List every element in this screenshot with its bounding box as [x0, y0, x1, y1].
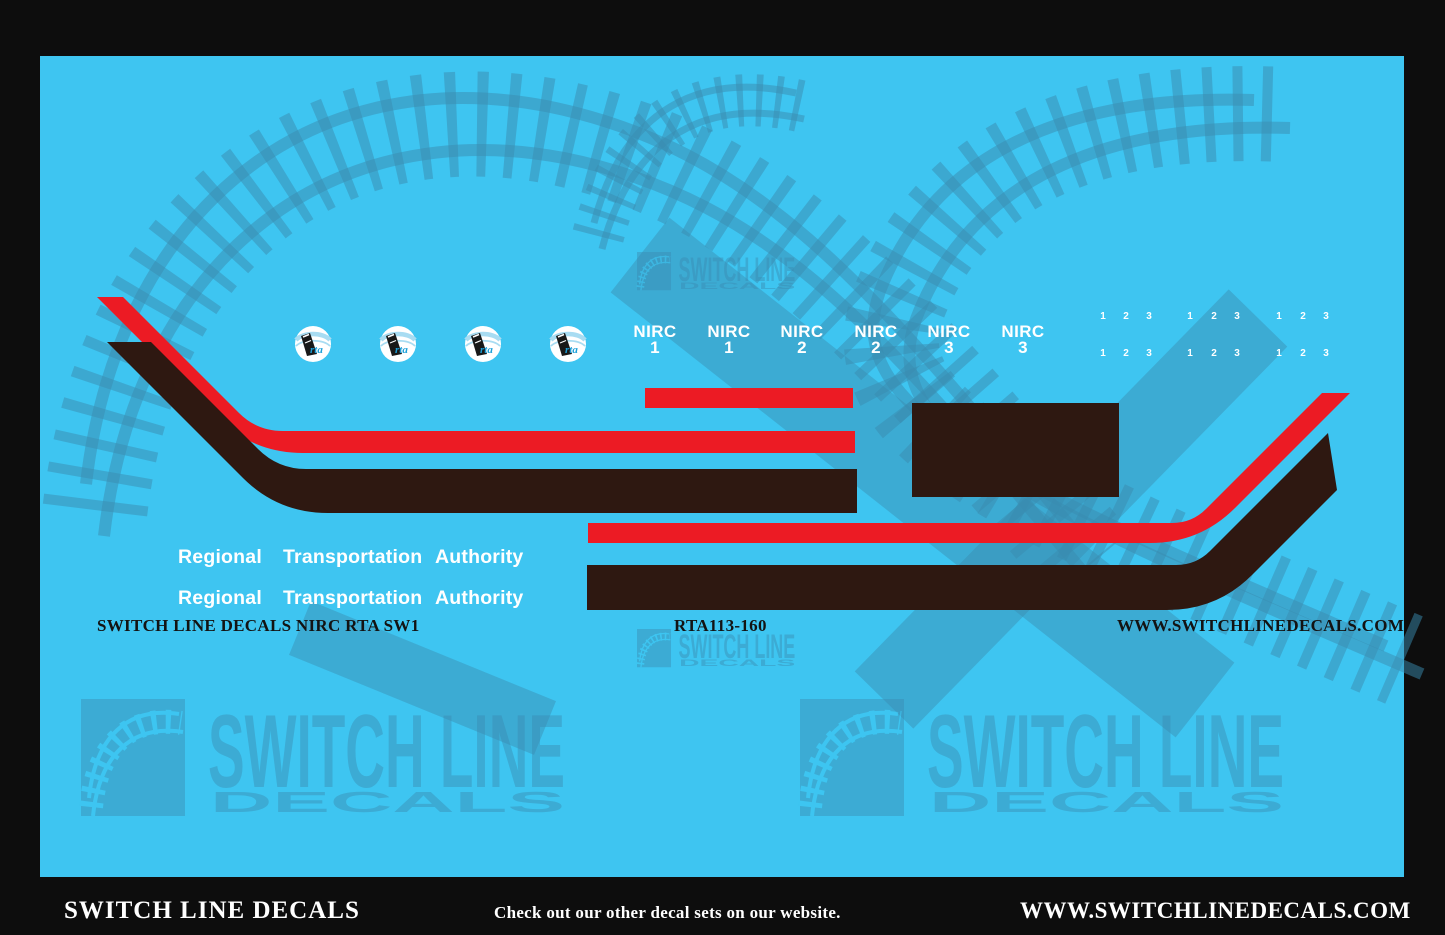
nirc-number: 2	[871, 338, 881, 357]
watermark-logo-bottom-right	[800, 694, 1284, 819]
nirc-number: 3	[944, 338, 954, 357]
nirc-number: 1	[724, 338, 734, 357]
digit-decal: 2	[1123, 348, 1129, 359]
sheet-website: WWW.SWITCHLINEDECALS.COM	[1117, 616, 1405, 635]
nirc-number-decal: NIRC 3	[983, 322, 1063, 357]
sheet-title: SWITCH LINE DECALS NIRC RTA SW1	[97, 616, 420, 635]
left-red-stripe-decal	[97, 297, 855, 453]
digit-decal: 2	[1123, 311, 1129, 322]
digit-decal: 1	[1276, 311, 1282, 322]
watermark-logo-top-center	[637, 251, 795, 292]
left-brown-stripe-decal	[107, 342, 857, 513]
nirc-number-decal: NIRC 1	[615, 322, 695, 357]
watermark-track-right	[843, 66, 1425, 704]
nirc-name: NIRC	[633, 322, 677, 341]
digit-decal: 2	[1211, 348, 1217, 359]
nirc-number-decal: NIRC 3	[909, 322, 989, 357]
digit-decal: 3	[1234, 311, 1240, 322]
watermark-logo-bottom-left	[81, 694, 565, 819]
footer-message: Check out our other decal sets on our we…	[494, 903, 841, 922]
nirc-name: NIRC	[1001, 322, 1045, 341]
nirc-number-decal: NIRC 2	[836, 322, 916, 357]
nirc-name: NIRC	[927, 322, 971, 341]
nirc-number: 1	[650, 338, 660, 357]
authority-word-decal: Transportation	[283, 587, 423, 609]
nirc-number-decal: NIRC 1	[689, 322, 769, 357]
digit-decal: 2	[1300, 311, 1306, 322]
right-brown-stripe-decal	[587, 433, 1337, 610]
authority-word-decal: Regional	[178, 587, 262, 609]
digit-decal: 1	[1100, 348, 1106, 359]
rta-logo	[380, 326, 416, 362]
nirc-number-decal: NIRC 2	[762, 322, 842, 357]
digit-decal: 3	[1146, 348, 1152, 359]
digit-decal: 3	[1146, 311, 1152, 322]
right-red-stripe-decal	[588, 393, 1350, 543]
footer-website: WWW.SWITCHLINEDECALS.COM	[1020, 898, 1411, 923]
authority-word-decal: Authority	[435, 546, 524, 568]
digit-decal: 2	[1211, 311, 1217, 322]
authority-word-decal: Regional	[178, 546, 262, 568]
digit-decal: 3	[1234, 348, 1240, 359]
watermark-diagonal-band	[854, 289, 1288, 729]
brown-panel-decal	[912, 403, 1119, 497]
short-red-stripe-decal	[645, 388, 853, 408]
footer-brand: SWITCH LINE DECALS	[64, 897, 360, 924]
nirc-number: 2	[797, 338, 807, 357]
nirc-name: NIRC	[707, 322, 751, 341]
rta-logo	[295, 326, 331, 362]
digit-decal: 1	[1276, 348, 1282, 359]
authority-word-decal: Transportation	[283, 546, 423, 568]
rta-logo	[465, 326, 501, 362]
authority-word-decal: Authority	[435, 587, 524, 609]
watermark-track-center	[572, 74, 806, 250]
digit-decal: 3	[1323, 348, 1329, 359]
digit-decal: 1	[1100, 311, 1106, 322]
sheet-code: RTA113-160	[674, 616, 767, 635]
digit-decal: 1	[1187, 311, 1193, 322]
nirc-number: 3	[1018, 338, 1028, 357]
digit-decal: 1	[1187, 348, 1193, 359]
rta-logo	[550, 326, 586, 362]
digit-decal: 3	[1323, 311, 1329, 322]
nirc-name: NIRC	[854, 322, 898, 341]
digit-decal: 2	[1300, 348, 1306, 359]
nirc-name: NIRC	[780, 322, 824, 341]
